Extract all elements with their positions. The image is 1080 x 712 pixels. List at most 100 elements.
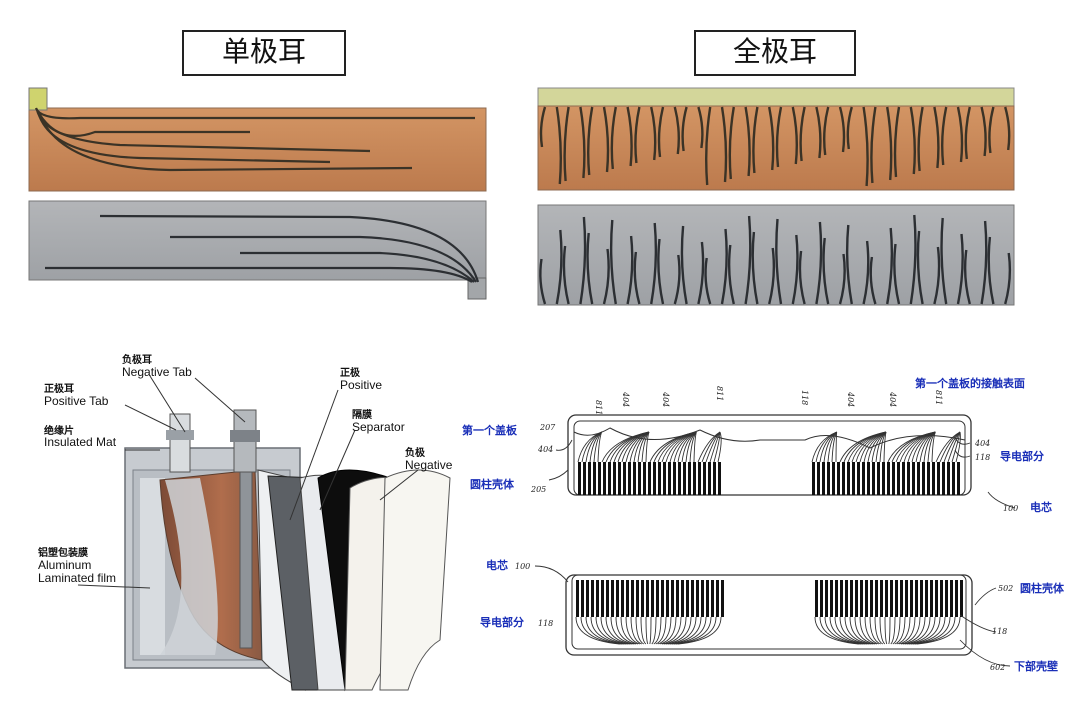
- electrode-bar: [905, 580, 908, 617]
- electrode-bar: [621, 580, 624, 617]
- positive-tab-cn: 正极耳: [44, 382, 74, 395]
- conductive-arc: [651, 616, 657, 645]
- electrode-bar: [820, 580, 823, 617]
- electrode-bar: [877, 462, 880, 495]
- full-tab-steel-line: [579, 216, 587, 305]
- conductive-arc: [645, 616, 649, 645]
- full-tab-steel-line: [609, 219, 617, 305]
- electrode-bar: [701, 580, 704, 617]
- full-tab-copper-line: [933, 106, 940, 169]
- electrode-bar: [688, 462, 691, 495]
- patent-labels: 第一个盖板的接触表面 第一个盖板 导电部分 圆柱壳体 电芯 电芯 圆柱壳体 导电…: [462, 376, 1065, 673]
- electrode-bar: [698, 462, 701, 495]
- conductive-arc: [894, 616, 906, 645]
- electrode-bar: [882, 462, 885, 495]
- film-en-1: Aluminum: [38, 558, 91, 572]
- full-tab-copper-line: [697, 106, 704, 149]
- full-tab-steel-line: [822, 237, 830, 305]
- conductive-arc: [667, 616, 697, 645]
- electrode-bar: [842, 462, 845, 495]
- conductive-arc: [869, 616, 881, 645]
- electrode-bar: [865, 580, 868, 617]
- ref-left-0: 207: [539, 423, 556, 432]
- separator-en: Separator: [352, 420, 405, 434]
- label-cell-bottom: 电芯: [486, 558, 508, 572]
- electrode-bar: [703, 462, 706, 495]
- conductive-arc: [595, 616, 628, 645]
- full-tab-steel-line: [798, 250, 806, 305]
- conductive-arc: [593, 431, 603, 463]
- conductive-arc: [854, 616, 875, 645]
- full-tab-steel-line: [633, 251, 641, 305]
- conductive-arc: [849, 616, 873, 645]
- electrode-bar: [822, 462, 825, 495]
- electrode-bar: [686, 580, 689, 617]
- electrode-bar: [950, 580, 953, 617]
- ref-top-4: 118: [800, 390, 809, 405]
- ref-118-left: 118: [538, 619, 553, 628]
- full-tab-steel-line: [555, 229, 563, 305]
- electrode-bar: [683, 462, 686, 495]
- conductive-arc: [661, 616, 682, 645]
- full-tab-copper-line: [941, 106, 948, 166]
- full-tab-copper-line: [815, 106, 822, 159]
- electrode-bar: [855, 580, 858, 617]
- label-bottom-wall: 下部壳壁: [1014, 659, 1058, 673]
- ref-502: 502: [998, 584, 1013, 593]
- full-tab-copper-line: [791, 106, 798, 165]
- full-tab-copper-line: [838, 106, 846, 153]
- full-tab-steel-line: [987, 236, 995, 305]
- full-tab-steel-line: [862, 240, 870, 305]
- electrode-bar: [601, 580, 604, 617]
- full-tab-steel-line: [768, 247, 776, 305]
- conductive-arc: [910, 616, 946, 645]
- ref-top-0: 811: [594, 400, 603, 415]
- electrode-bar: [880, 580, 883, 617]
- ref-top-5: 404: [846, 391, 855, 407]
- full-tab-copper-line: [673, 106, 680, 155]
- electrode-bar: [890, 580, 893, 617]
- electrode-bar: [586, 580, 589, 617]
- electrode-bar: [581, 580, 584, 617]
- full-tab-copper-line: [728, 106, 735, 180]
- electrode-bar: [606, 580, 609, 617]
- full-tab-copper-line: [964, 106, 971, 160]
- ref-top-6: 404: [888, 391, 897, 407]
- conductive-arc: [597, 431, 603, 463]
- full-tab-title: 全极耳: [694, 30, 856, 76]
- full-tab-steel-line: [626, 235, 634, 305]
- electrode-bar: [940, 580, 943, 617]
- electrode-bar: [641, 580, 644, 617]
- conductive-arc: [827, 431, 838, 463]
- ref-left-1: 404: [537, 445, 553, 454]
- electrode-bar: [952, 462, 955, 495]
- full-tab-steel-line: [720, 228, 728, 305]
- ref-top-7: 811: [934, 390, 943, 405]
- full-tab-copper-line: [650, 106, 657, 161]
- conductive-arc: [610, 616, 634, 645]
- full-tab-steel-line: [909, 214, 917, 305]
- conductive-arc: [641, 431, 650, 463]
- conductive-arc: [649, 616, 652, 645]
- ref-right-0: 404: [974, 439, 990, 448]
- electrode-bar: [845, 580, 848, 617]
- electrode-bar: [930, 580, 933, 617]
- conductive-arc: [931, 431, 936, 463]
- electrode-bar: [648, 462, 651, 495]
- full-tab-steel-line: [586, 232, 594, 305]
- conductive-arc: [693, 431, 697, 463]
- electrode-bar: [596, 580, 599, 617]
- electrode-bar: [870, 580, 873, 617]
- electrode-bar: [945, 580, 948, 617]
- single-steel-foil: [28, 200, 487, 281]
- electrode-bar: [578, 462, 581, 495]
- single-positive-tab: [28, 87, 48, 111]
- electrode-bar: [862, 462, 865, 495]
- single-copper-foil: [28, 107, 487, 192]
- electrode-bar: [812, 462, 815, 495]
- full-tab-steel-line: [869, 256, 877, 305]
- full-tab-copper-line: [634, 106, 641, 164]
- full-tab-steel-line: [893, 243, 901, 305]
- conductive-arc: [655, 616, 667, 645]
